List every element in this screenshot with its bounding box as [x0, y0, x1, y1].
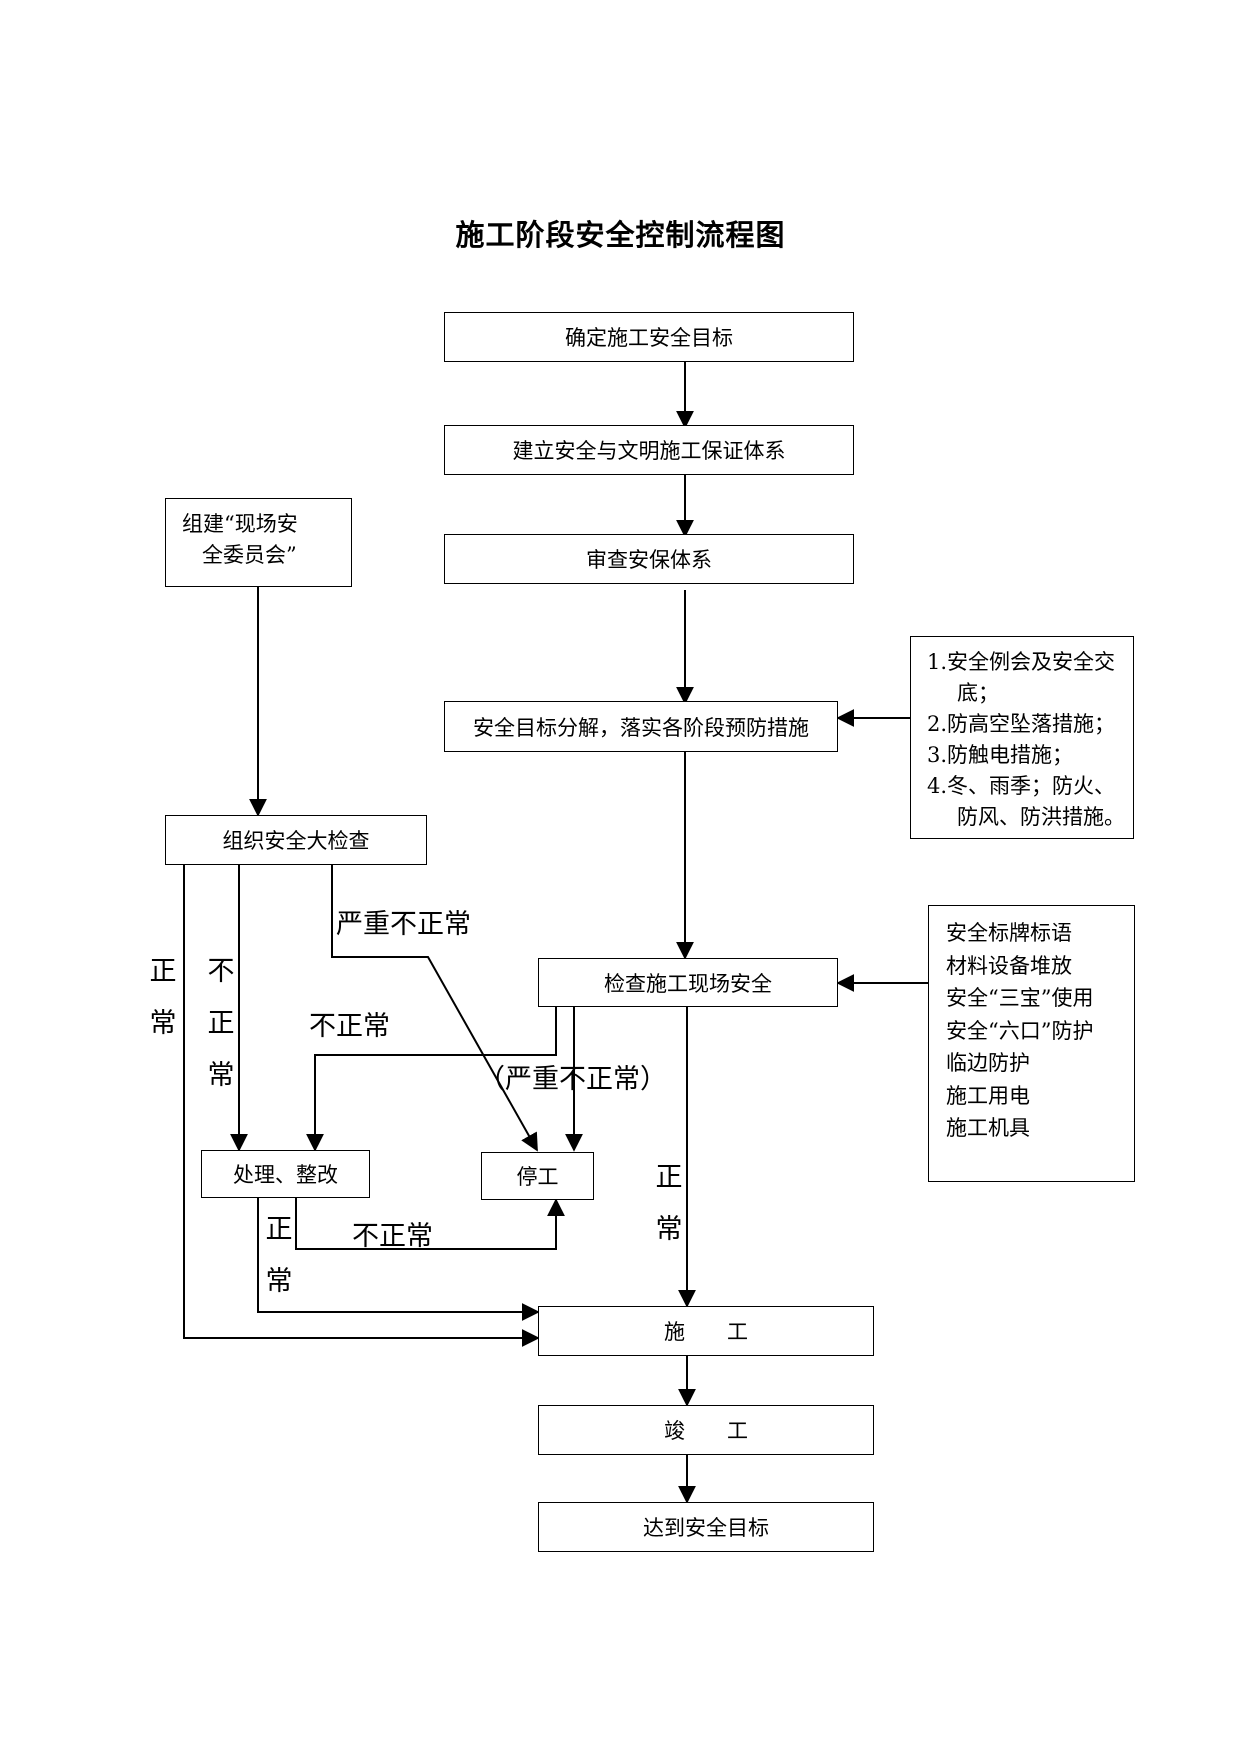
label-abnormal-fix: 不正常	[352, 1221, 433, 1252]
site-item: 施工机具	[946, 1116, 1030, 1140]
label-char: 正	[655, 1162, 683, 1193]
box-set-safety-goal: 确定施工安全目标	[444, 312, 854, 362]
box-construction: 施 工	[538, 1306, 874, 1356]
committee-line-2: 全委员会”	[202, 543, 297, 567]
measure-line: 1.安全例会及安全交	[927, 650, 1116, 674]
site-item: 材料设备堆放	[946, 953, 1072, 978]
page-title: 施工阶段安全控制流程图	[455, 218, 786, 252]
label-char: 正	[265, 1214, 293, 1245]
label-abnormal-vertical: 不 正 常	[206, 946, 236, 1102]
line-serious-to-stop	[331, 865, 538, 1152]
label-char: 常	[265, 1266, 293, 1297]
box-review-system: 审查安保体系	[444, 534, 854, 584]
label-abnormal-site: 不正常	[309, 1011, 390, 1042]
site-item: 安全“三宝”使用	[946, 986, 1094, 1010]
box-site-inspection: 检查施工现场安全	[538, 958, 838, 1007]
label-char: 正	[207, 1008, 235, 1039]
box-site-items: 安全标牌标语 材料设备堆放 安全“三宝”使用 安全“六口”防护 临边防护 施工用…	[928, 905, 1135, 1182]
label-char: 常	[207, 1060, 235, 1091]
box-preventive-measures: 1.安全例会及安全交 底； 2.防高空坠落措施； 3.防触电措施； 4.冬、雨季…	[910, 636, 1134, 839]
label-normal-site: 正 常	[654, 1152, 684, 1256]
measure-line: 4.冬、雨季；防火、	[927, 774, 1116, 798]
box-big-inspection: 组织安全大检查	[165, 815, 427, 865]
label-char: 常	[149, 1008, 177, 1039]
box-committee: 组建“现场安 全委员会”	[165, 498, 352, 587]
line-fix-normal-to-build	[257, 1198, 540, 1321]
committee-line-1: 组建“现场安	[182, 512, 298, 536]
box-stop-work: 停工	[481, 1152, 594, 1200]
measure-line: 防风、防洪措施。	[957, 805, 1125, 829]
line-normal-to-build	[183, 865, 540, 1347]
measure-line: 底；	[957, 681, 999, 705]
site-item: 临边防护	[946, 1051, 1030, 1075]
label-char: 不	[207, 956, 235, 987]
box-safety-system: 建立安全与文明施工保证体系	[444, 425, 854, 475]
label-normal-fix: 正 常	[264, 1204, 294, 1308]
measure-line: 3.防触电措施；	[927, 743, 1074, 767]
label-normal-left: 正 常	[148, 946, 178, 1050]
label-char: 正	[149, 956, 177, 987]
box-completion: 竣 工	[538, 1405, 874, 1455]
site-item: 安全标牌标语	[946, 921, 1072, 945]
line-fix-abnormal-to-stop	[295, 1198, 565, 1250]
label-char: 常	[655, 1214, 683, 1245]
site-item: 施工用电	[946, 1083, 1030, 1108]
label-serious-abnormal-paren: （严重不正常）	[478, 1064, 667, 1095]
line-site-abnormal-to-fix	[306, 1007, 557, 1152]
box-fix-rectify: 处理、整改	[201, 1150, 370, 1198]
box-reach-goal: 达到安全目标	[538, 1502, 874, 1552]
site-item: 安全“六口”防护	[946, 1018, 1094, 1043]
label-serious-abnormal: 严重不正常	[336, 909, 471, 940]
measure-line: 2.防高空坠落措施；	[927, 712, 1116, 736]
box-decompose-goal: 安全目标分解，落实各阶段预防措施	[444, 701, 838, 752]
